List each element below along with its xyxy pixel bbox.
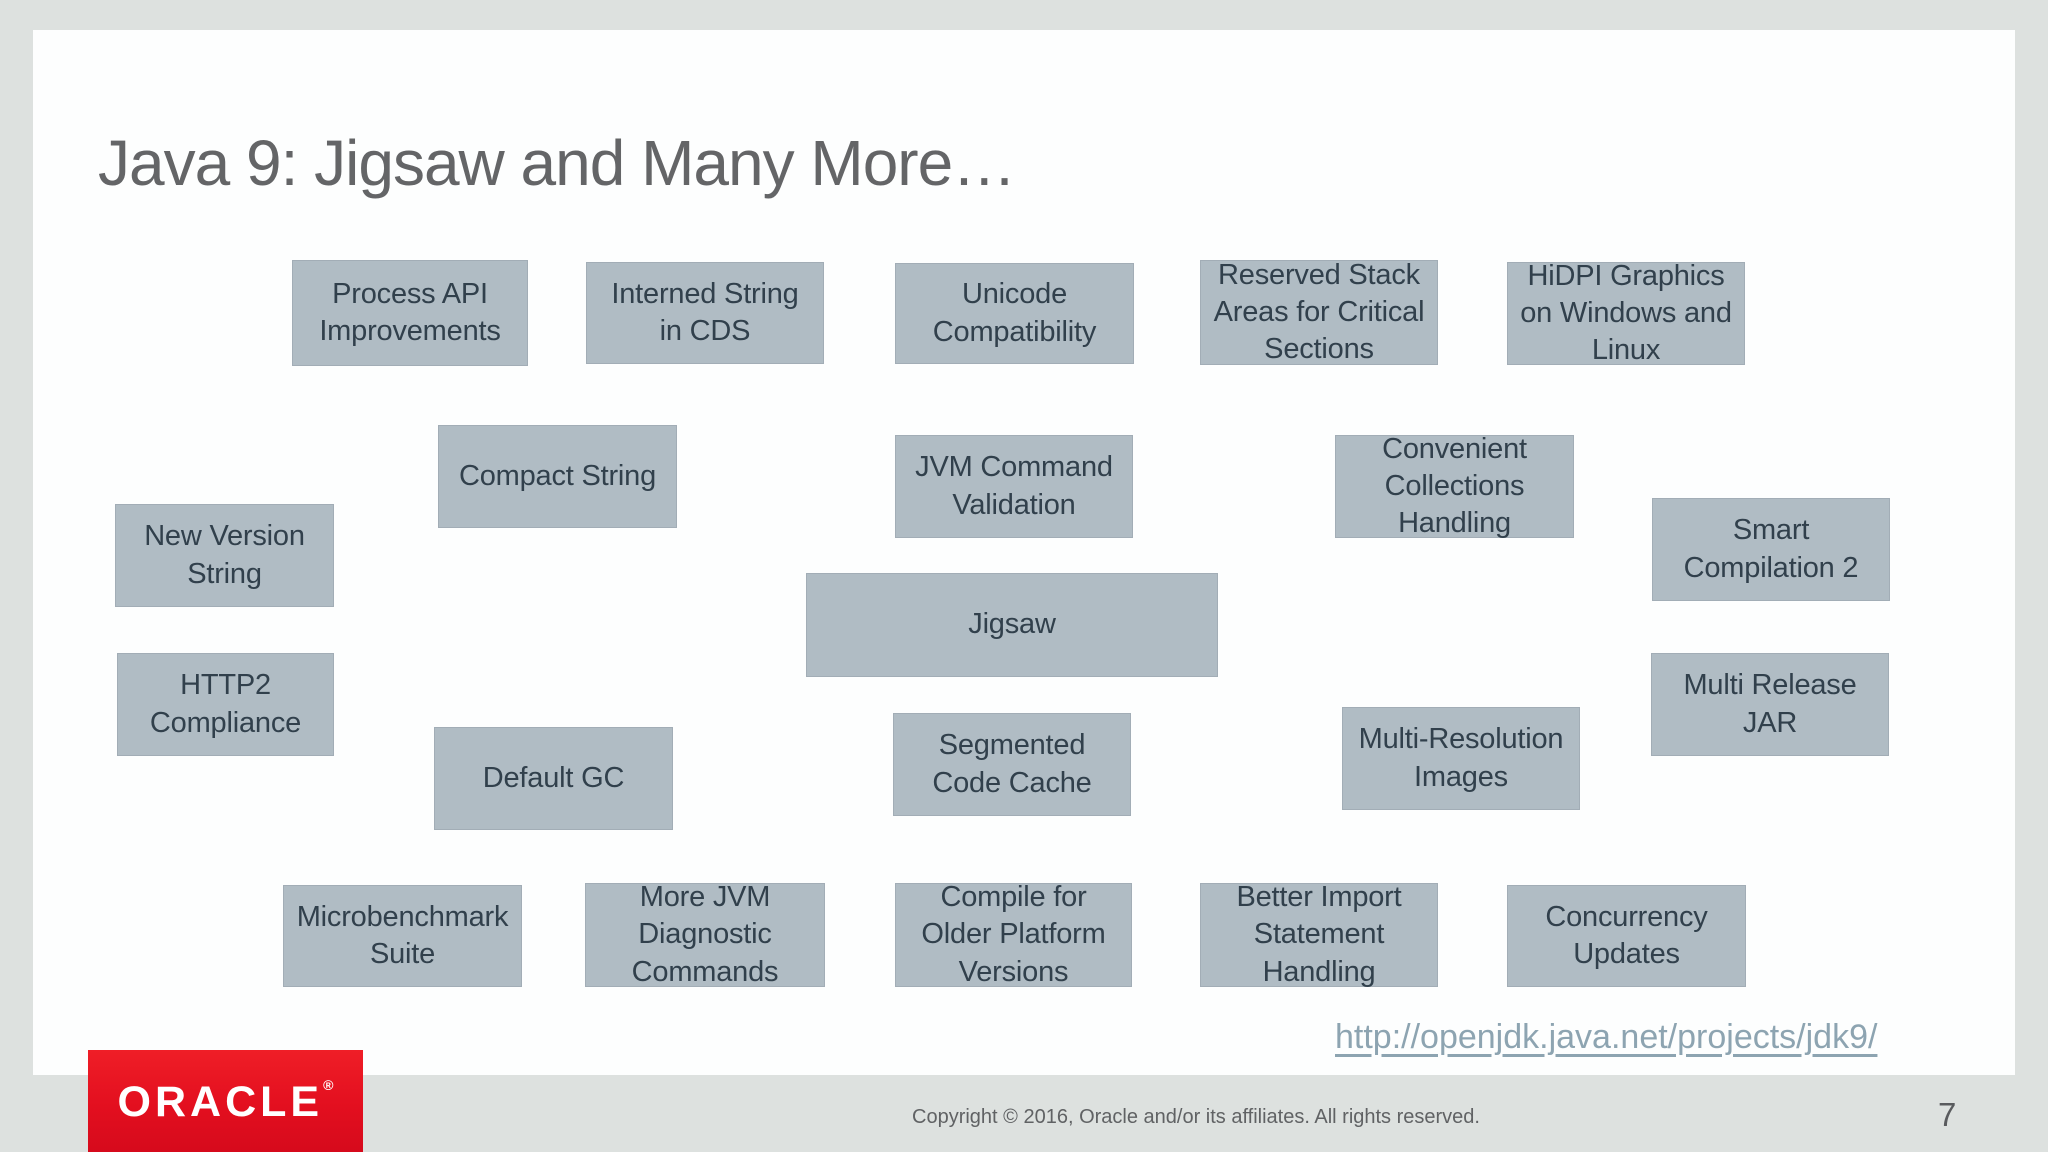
feature-label: Segmented Code Cache [932,729,1092,799]
feature-label: Process API Improvements [319,277,501,347]
slide-title: Java 9: Jigsaw and Many More… [98,127,1016,199]
feature-label: Multi Release JAR [1683,669,1857,739]
feature-label: Jigsaw [968,608,1056,641]
feature-box-microbenchmark-suite: Microbenchmark Suite [283,885,522,987]
feature-label: Microbenchmark Suite [296,900,509,970]
feature-box-multi-release-jar: Multi Release JAR [1651,653,1889,756]
feature-label: Convenient Collections Handling [1382,432,1527,540]
feature-label: Interned String in CDS [611,277,799,347]
feature-box-jvm-command-validation: JVM Command Validation [895,435,1133,538]
oracle-wordmark-text: ORACLE [117,1078,324,1126]
feature-label: Default GC [482,761,625,794]
feature-label: Smart Compilation 2 [1683,514,1859,584]
feature-label: Reserved Stack Areas for Critical Sectio… [1213,258,1425,366]
feature-box-default-gc: Default GC [434,727,673,830]
feature-box-better-import-statement: Better Import Statement Handling [1200,881,1438,988]
feature-box-reserved-stack-areas: Reserved Stack Areas for Critical Sectio… [1200,258,1438,366]
feature-box-hidpi-graphics: HiDPI Graphics on Windows and Linux [1507,260,1745,366]
feature-label: Unicode Compatibility [932,278,1097,348]
copyright-text: Copyright © 2016, Oracle and/or its affi… [912,1106,1480,1128]
openjdk-jdk9-link[interactable]: http://openjdk.java.net/projects/jdk9/ [1335,1018,1878,1056]
feature-box-compile-for-older-platforms: Compile for Older Platform Versions [895,881,1132,988]
feature-box-interned-string-in-cds: Interned String in CDS [586,262,824,364]
feature-label: Compile for Older Platform Versions [921,881,1106,988]
feature-box-jigsaw: Jigsaw [806,573,1218,677]
feature-box-compact-string: Compact String [438,425,677,528]
feature-box-multi-resolution-images: Multi-Resolution Images [1342,707,1580,810]
feature-label: New Version String [144,520,305,590]
feature-box-concurrency-updates: Concurrency Updates [1507,885,1746,987]
page-number: 7 [1938,1096,1957,1133]
oracle-logo: ORACLE® [88,1050,363,1152]
feature-label: JVM Command Validation [915,451,1113,521]
feature-box-more-jvm-diagnostic-commands: More JVM Diagnostic Commands [585,881,825,988]
feature-label: Concurrency Updates [1545,900,1708,970]
oracle-wordmark: ORACLE® [118,1078,334,1124]
feature-box-unicode-compatibility: Unicode Compatibility [895,263,1134,364]
feature-label: Multi-Resolution Images [1358,723,1564,793]
feature-box-http2-compliance: HTTP2 Compliance [117,653,334,756]
feature-box-smart-compilation-2: Smart Compilation 2 [1652,498,1890,601]
feature-box-segmented-code-cache: Segmented Code Cache [893,713,1131,816]
feature-box-convenient-collections-handling: Convenient Collections Handling [1335,433,1574,539]
feature-label: More JVM Diagnostic Commands [631,881,779,988]
feature-label: HTTP2 Compliance [149,669,302,739]
feature-label: Better Import Statement Handling [1236,881,1402,988]
registered-trademark-symbol: ® [323,1077,334,1093]
feature-box-new-version-string: New Version String [115,504,334,607]
feature-label: Compact String [458,459,657,492]
feature-box-process-api-improvements: Process API Improvements [292,260,528,366]
feature-label: HiDPI Graphics on Windows and Linux [1520,259,1732,367]
